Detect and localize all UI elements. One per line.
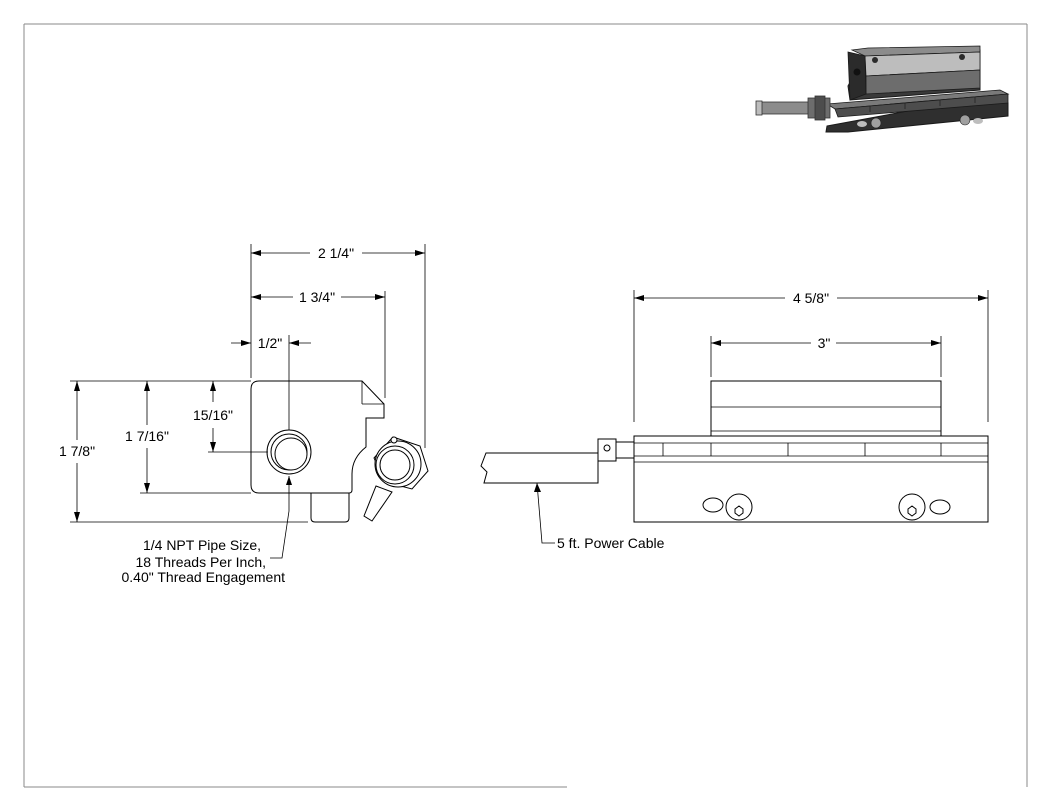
cable-note: 5 ft. Power Cable (557, 535, 665, 551)
pipe-note-line-1: 1/4 NPT Pipe Size, (143, 537, 261, 553)
dim-overall-length: 4 5/8" (793, 290, 829, 306)
isometric-view (755, 45, 1010, 133)
side-view (480, 380, 989, 544)
side-view-dimensions: 4 5/8" 3" 5 ft. Power Cable (557, 290, 989, 551)
dim-body-width: 1 3/4" (299, 289, 335, 305)
end-view-dimensions: 2 1/4" 1 3/4" 1/2" 15/16" 1 7/16" 1 7/8"… (59, 244, 426, 585)
dim-port-height: 15/16" (193, 407, 233, 423)
end-view (250, 380, 429, 559)
cable-connector (363, 436, 429, 522)
dim-body-height: 1 7/16" (125, 428, 169, 444)
pipe-note-line-2: 18 Threads Per Inch, (136, 554, 266, 570)
pipe-note-line-3: 0.40" Thread Engagement (122, 569, 286, 585)
dim-clamp-length: 3" (818, 335, 831, 351)
dim-overall-height: 1 7/8" (59, 443, 95, 459)
sheet-border (23, 23, 1028, 788)
dim-port-offset: 1/2" (258, 335, 282, 351)
dim-overall-width: 2 1/4" (318, 245, 354, 261)
